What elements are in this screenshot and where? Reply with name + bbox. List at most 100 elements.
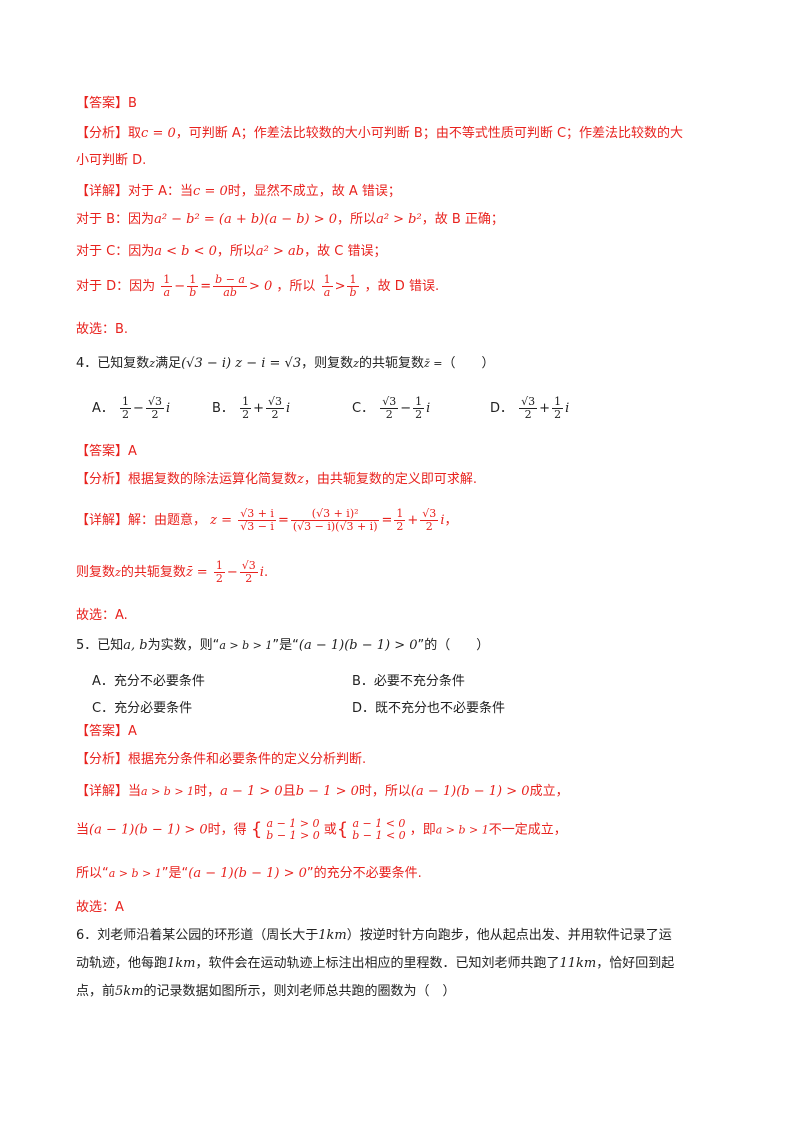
question-text: 满足	[155, 356, 182, 371]
option-text: 充分必要条件	[114, 701, 193, 716]
analysis-tag: 【分析】	[76, 752, 129, 767]
analysis-text: ，可判断 A；作差法比较数的大小可判断 B；由不等式性质可判断 C；作差法比较数…	[175, 126, 684, 141]
analysis-text: 取	[128, 126, 142, 141]
detail-text: ，所以	[276, 279, 316, 295]
option-label: C．	[352, 401, 375, 417]
conclusion-text: 故选：A	[76, 900, 124, 915]
q3-detail-line3: 对于 C：因为a < b < 0，所以a² > ab，故 C 错误；	[76, 244, 386, 260]
detail-tag: 【详解】	[76, 513, 129, 529]
q3-conclusion: 故选：B.	[76, 322, 128, 338]
math-var: z	[115, 566, 121, 580]
option-label: A．	[92, 401, 114, 417]
question-text: ）按逆时针方向跑步，他从起点出发、并用软件记录了运	[346, 928, 672, 943]
detail-tag: 【详解】	[76, 184, 129, 199]
math-expression: z =	[210, 513, 233, 529]
detail-text: ，所以	[216, 244, 256, 259]
math-expression: z̄ =	[185, 565, 208, 581]
question-text: ，则复数	[301, 356, 354, 371]
question-text: 5．已知	[76, 638, 124, 653]
conclusion-text: 故选：A.	[76, 608, 128, 623]
q5-option-c[interactable]: C．充分必要条件	[92, 697, 192, 716]
fraction: √3 + i√3 − i	[238, 507, 276, 534]
q5-answer-line: 【答案】A	[76, 724, 137, 740]
detail-text: ，故 D 错误.	[364, 279, 440, 295]
detail-text: 对于 C：因为	[76, 244, 155, 259]
math-expression: a² > ab	[255, 244, 305, 259]
detail-text: 则复数	[76, 565, 116, 581]
math-var: z	[149, 357, 156, 370]
answer-value: A	[128, 724, 137, 739]
q3-analysis-line2: 小可判断 D.	[76, 153, 146, 169]
q3-detail-line2: 对于 B：因为a² − b² = (a + b)(a − b) > 0，所以a²…	[76, 212, 504, 228]
question-text: 6．刘老师沿着某公园的环形道（周长大于	[76, 928, 319, 943]
analysis-text: 根据充分条件和必要条件的定义分析判断.	[128, 752, 367, 767]
q4-answer-line: 【答案】A	[76, 444, 137, 460]
math-expression: (a − 1)(b − 1) > 0	[410, 784, 530, 799]
math-expression: 11km	[559, 956, 597, 971]
math-expression: c = 0	[141, 126, 176, 141]
question-text: 点，前	[76, 984, 116, 999]
q5-option-d[interactable]: D．既不充分也不必要条件	[352, 697, 505, 716]
question-text: ”是“	[272, 638, 299, 653]
analysis-text: 小可判断 D.	[76, 153, 147, 168]
detail-text: ，所以	[337, 212, 377, 227]
q5-detail-line1: 【详解】当a > b > 1时，a − 1 > 0且b − 1 > 0时，所以(…	[76, 784, 569, 799]
option-label: B．	[352, 674, 374, 689]
option-label: B．	[212, 401, 234, 417]
q4-analysis-line: 【分析】根据复数的除法运算化简复数z，由共轭复数的定义即可求解.	[76, 472, 477, 488]
math-expression: a < b < 0	[154, 244, 217, 259]
detail-text: 时，显然不成立，故 A 错误；	[227, 184, 401, 199]
math-expression: 1km	[167, 956, 196, 971]
question-text: ，恰好回到起	[596, 956, 675, 971]
option-label: A．	[92, 674, 114, 689]
math-expression: a² > b²	[376, 212, 422, 227]
answer-value: B	[128, 96, 137, 111]
detail-text: 对于 D：因为	[76, 279, 156, 295]
math-expression: a > b > 1	[435, 823, 489, 837]
answer-tag: 【答案】	[76, 724, 129, 739]
option-text: 充分不必要条件	[113, 674, 205, 689]
question-text: （ ）	[442, 356, 495, 371]
math-expression: b − 1 > 0	[295, 784, 359, 799]
question-text: ，软件会在运动轨迹上标注出相应的里程数．已知刘老师共跑了	[195, 956, 560, 971]
detail-text: 解：由题意，	[128, 513, 207, 529]
question-text: 动轨迹，他每跑	[76, 956, 168, 971]
analysis-text: ，由共轭复数的定义即可求解.	[303, 472, 478, 487]
conclusion-text: 故选：B.	[76, 322, 129, 337]
q5-option-a[interactable]: A．充分不必要条件	[92, 670, 205, 689]
detail-text: 的共轭复数	[120, 565, 186, 581]
q5-option-b[interactable]: B．必要不充分条件	[352, 670, 465, 689]
math-var: z̄ =	[423, 357, 443, 370]
option-text: 必要不充分条件	[373, 674, 465, 689]
q3-answer-line: 【答案】B	[76, 96, 137, 112]
detail-text: ，故 B 正确；	[421, 212, 504, 227]
question-text: 的记录数据如图所示，则刘老师总共跑的圈数为（ ）	[143, 984, 456, 999]
answer-tag: 【答案】	[76, 96, 129, 111]
q6-stem-line2: 动轨迹，他每跑1km，软件会在运动轨迹上标注出相应的里程数．已知刘老师共跑了11…	[76, 956, 674, 972]
math-expression: 1km	[318, 928, 347, 943]
q4-stem: 4．已知复数z满足(√3 − i) z − i = √3，则复数z的共轭复数z̄…	[76, 356, 494, 372]
question-text: 4．已知复数	[76, 356, 150, 371]
option-text: 既不充分也不必要条件	[375, 701, 506, 716]
math-var: z	[353, 357, 359, 370]
